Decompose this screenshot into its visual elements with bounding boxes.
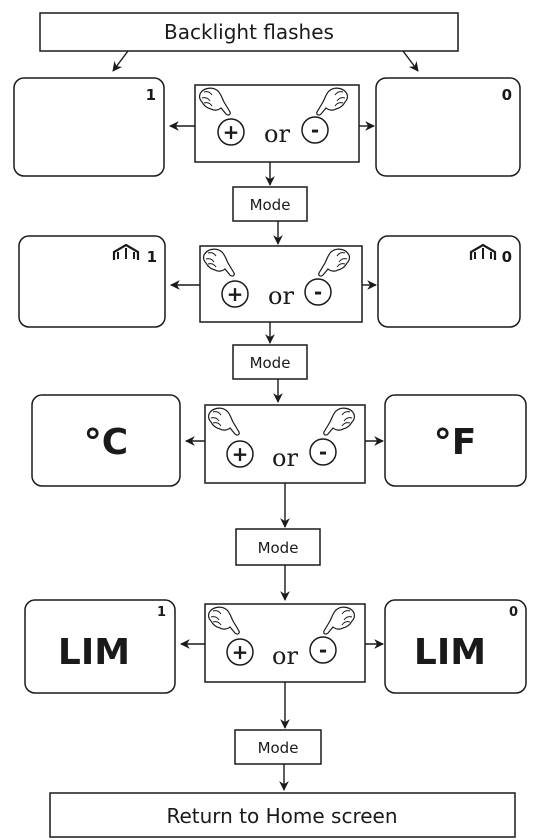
lcd-screen-right (384, 394, 527, 487)
lcd-value-left: LIM (58, 632, 130, 673)
plus-button-icon (226, 440, 254, 468)
lcd-screen-right (377, 235, 521, 328)
or-label: or (272, 444, 298, 472)
end-label: Return to Home screen (166, 804, 397, 828)
lcd-value-right: 0 (502, 86, 512, 104)
row-1: 1 0 + or - (13, 77, 521, 186)
start-label: Backlight flashes (164, 20, 334, 44)
lcd-value-left: 1 (147, 248, 157, 266)
building-icon (469, 243, 497, 260)
plus-symbol: + (232, 442, 249, 466)
minus-symbol: - (311, 118, 319, 142)
row-2: 1 0 + or - (18, 235, 521, 344)
minus-symbol: - (314, 280, 322, 304)
lcd-screen-left (31, 394, 181, 487)
start-box (39, 12, 459, 52)
mode-box (232, 344, 308, 380)
lcd-screen-left (18, 235, 166, 328)
arrow-start-to-left (112, 50, 129, 72)
mode-label: Mode (250, 354, 291, 372)
mode-label: Mode (250, 196, 291, 214)
lcd-screen-left (24, 599, 176, 694)
plus-symbol: + (223, 120, 240, 144)
lcd-value-right: 0 (502, 248, 512, 266)
minus-button-icon (309, 636, 337, 664)
lcd-screen-left (13, 77, 165, 177)
minus-symbol: - (319, 638, 327, 662)
mode-label: Mode (258, 539, 299, 557)
row-3: °C °F + or - (31, 394, 527, 528)
lcd-value-left: °C (84, 422, 128, 463)
building-icon (112, 243, 140, 260)
lcd-value-left: 1 (146, 86, 156, 104)
plus-button-icon (221, 280, 249, 308)
lcd-value-right: °F (434, 422, 477, 463)
lcd-screen-right (375, 77, 521, 177)
minus-symbol: - (319, 440, 327, 464)
mode-box (232, 186, 308, 222)
row-4: LIM 1 LIM 0 + or - (24, 599, 527, 729)
lcd-value-right: LIM (414, 632, 486, 673)
mode-label: Mode (258, 739, 299, 757)
lcd-superscript-right: 0 (509, 605, 518, 620)
or-label: or (264, 120, 290, 148)
plus-button-icon (226, 638, 254, 666)
plus-symbol: + (227, 282, 244, 306)
end-box (49, 792, 516, 838)
minus-button-icon (309, 438, 337, 466)
mode-box (235, 528, 321, 566)
mode-box (234, 729, 322, 765)
plus-button-icon (217, 118, 245, 146)
plus-symbol: + (232, 640, 249, 664)
minus-button-icon (304, 278, 332, 306)
lcd-screen-right (384, 599, 527, 694)
arrow-start-to-right (402, 50, 419, 72)
minus-button-icon (301, 116, 329, 144)
lcd-superscript-left: 1 (157, 605, 166, 620)
or-label: or (268, 282, 294, 310)
or-label: or (272, 642, 298, 670)
